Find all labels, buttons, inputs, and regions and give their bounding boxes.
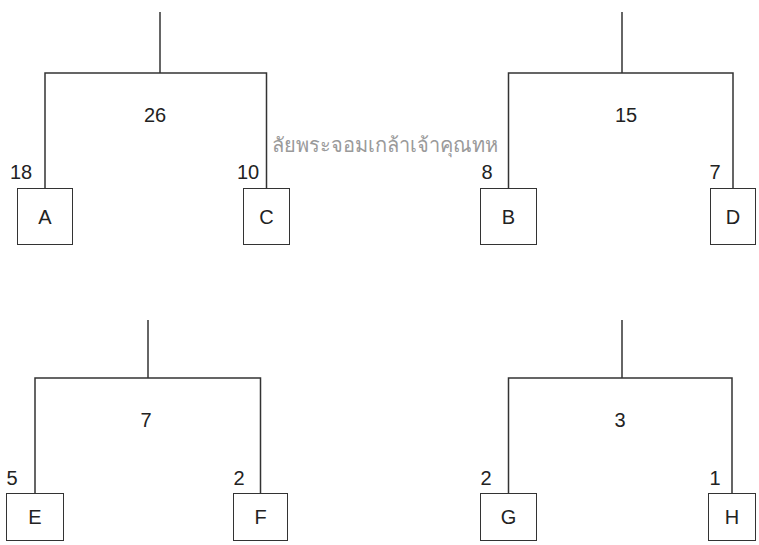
tree-stem (147, 320, 149, 378)
tree-stem (621, 320, 623, 378)
tree-stem (159, 12, 161, 73)
box-letter: G (501, 507, 517, 527)
tree-bracket (45, 73, 267, 188)
weight-number: 5 (6, 468, 17, 488)
weight-number: 2 (233, 468, 244, 488)
letter-box: G (480, 493, 537, 541)
letter-box: A (17, 188, 73, 245)
letter-box: B (480, 188, 537, 245)
box-letter: E (28, 507, 41, 527)
box-letter: C (259, 207, 273, 227)
letter-box: H (708, 493, 756, 541)
weight-number: 1 (709, 468, 720, 488)
box-letter: H (725, 507, 739, 527)
tree-bracket (509, 378, 733, 493)
sum-number: 7 (140, 410, 151, 430)
weight-number: 7 (709, 162, 720, 182)
box-letter: A (38, 207, 51, 227)
box-letter: F (254, 507, 266, 527)
tree-stem (621, 12, 623, 73)
letter-box: E (6, 493, 64, 541)
sum-number: 26 (144, 105, 166, 125)
letter-box: F (233, 493, 288, 541)
weight-number: 10 (237, 162, 259, 182)
sum-number: 15 (615, 105, 637, 125)
letter-box: D (710, 188, 756, 245)
tree-bracket (35, 378, 261, 493)
weight-number: 8 (481, 162, 492, 182)
watermark-text: ลัยพระจอมเกล้าเจ้าคุณทห (272, 135, 498, 155)
box-letter: B (502, 207, 515, 227)
weight-number: 2 (480, 468, 491, 488)
box-letter: D (726, 207, 740, 227)
sum-number: 3 (614, 410, 625, 430)
tree-bracket (509, 73, 734, 188)
letter-box: C (243, 188, 290, 245)
weight-number: 18 (10, 162, 32, 182)
